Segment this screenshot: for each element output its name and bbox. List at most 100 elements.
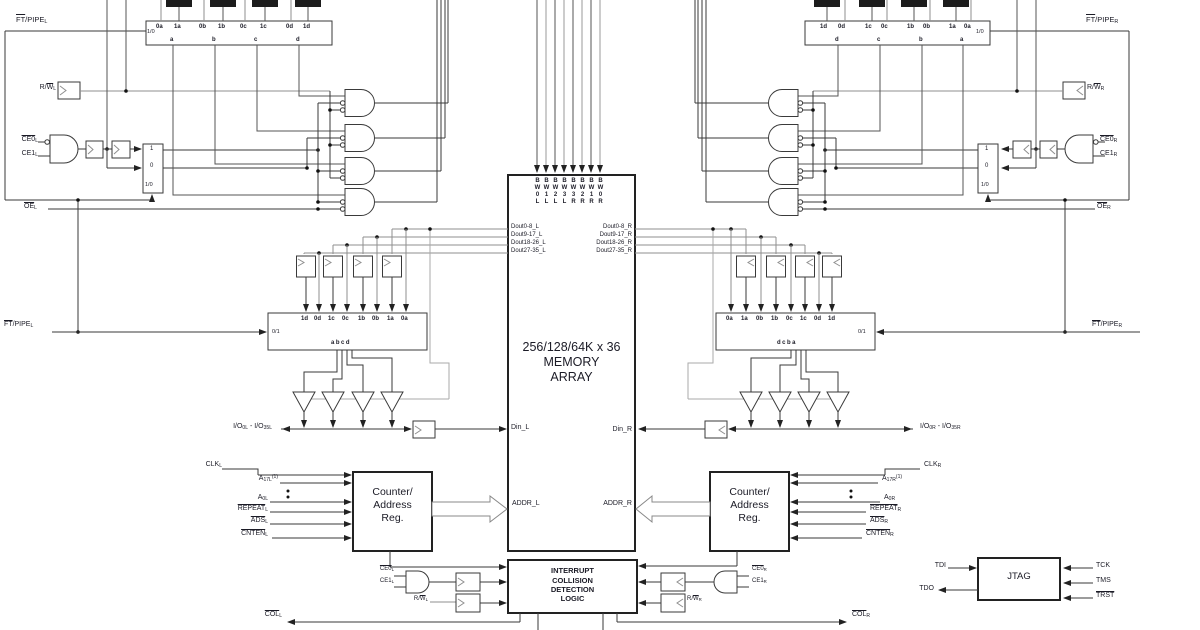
buffer-fanout-left: [292, 227, 450, 428]
ce-logic-left: [38, 134, 320, 194]
muxA-col: 1b: [218, 24, 226, 30]
write-gates-left: [339, 0, 449, 216]
outmux-right-col: 1b: [771, 316, 779, 322]
output-registers-right: [736, 255, 842, 312]
interrupt-line: INTERRUPT: [551, 566, 594, 575]
tms-label: TMS: [1096, 577, 1111, 584]
outmux-left-order: abcd: [331, 340, 352, 346]
muxA-col: 0b: [199, 24, 207, 30]
outmux-left-select: 0/1: [272, 329, 280, 335]
muxA-col: 0a: [156, 24, 163, 30]
muxA-out: b: [212, 37, 216, 43]
ftpipe-right-net: [985, 30, 1130, 334]
ce0-right-label: CE0R: [1100, 136, 1118, 145]
cnten-right-label: CNTENR: [866, 530, 894, 539]
outmux-left-col: 1d: [301, 316, 309, 322]
dout-left-label: Dout9-17_L: [511, 232, 543, 238]
bw-col-label: B W 3 R: [570, 178, 577, 205]
muxB-col: 1a: [949, 24, 956, 30]
output-mux-left-box: [267, 312, 428, 351]
dout-right-label: Dout9-17_R: [599, 232, 632, 238]
ads-left-label: ADSL: [250, 517, 268, 526]
memory-array-box: [507, 0, 636, 552]
counter-right: [635, 468, 920, 569]
rw-left-label: R/WL: [39, 84, 56, 93]
addr-left-label: ADDR_L: [512, 500, 540, 507]
muxA-out: a: [170, 37, 174, 43]
dout-left-label: Dout27-35_L: [511, 248, 546, 254]
a0-left-label: A0L: [257, 494, 268, 503]
memory-title-line: MEMORY: [543, 355, 600, 369]
ads-right-label: ADSR: [870, 517, 889, 526]
outmux-right-order: dcba: [777, 340, 798, 346]
interrupt-block: [287, 559, 847, 630]
bw-col-label: B W 2 L: [552, 178, 559, 205]
outmux-right-col: 1a: [741, 316, 748, 322]
jtag-block: [938, 557, 1093, 601]
outmux-right-col: 1c: [800, 316, 807, 322]
ftpipe-left-mid-label: FT/PIPEL: [4, 321, 34, 330]
oe-left-label: OEL: [24, 203, 37, 212]
col-left-label: COLL: [264, 611, 282, 620]
gate-bus-left: [305, 91, 341, 211]
tdi-label: TDI: [934, 562, 946, 569]
ce-mux-left-1: 1: [150, 146, 154, 152]
dout-net-left: [303, 227, 508, 312]
outmux-left-col: 0a: [401, 316, 408, 322]
repeat-left-label: REPEATL: [237, 505, 268, 514]
outmux-right-col: 0d: [814, 316, 822, 322]
ce-mux-left-sel: 1/0: [145, 182, 153, 188]
rw-left-bottom-label: R/WL: [413, 596, 428, 602]
outmux-left-col: 1b: [358, 316, 366, 322]
muxB-col: 0c: [881, 24, 888, 30]
muxA-col: 1a: [174, 24, 181, 30]
rw-right-label: R/WR: [1087, 84, 1105, 93]
muxA-out: d: [296, 37, 300, 43]
cnten-left-label: CNTENL: [241, 530, 268, 539]
output-registers-left: [296, 255, 402, 312]
repeat-right-label: REPEATR: [870, 505, 902, 514]
outmux-right-col: 0c: [786, 316, 793, 322]
outmux-left-col: 1a: [387, 316, 394, 322]
rw-left: [57, 0, 330, 151]
gate-bus-right: [802, 91, 838, 211]
muxB-select: 1/0: [976, 29, 984, 35]
muxB-out: d: [835, 37, 839, 43]
ftpipe-right-mid-label: FT/PIPER: [1092, 321, 1123, 330]
counter-left: [222, 468, 508, 570]
bw-col-label: B W 3 L: [561, 178, 568, 205]
clk-left-label: CLKL: [205, 461, 222, 470]
muxA-col: 0c: [240, 24, 247, 30]
counter-left-line: Counter/: [372, 486, 413, 498]
tck-label: TCK: [1096, 562, 1110, 569]
counter-right-line: Reg.: [738, 512, 761, 524]
ce0-left-label: CE0L: [21, 136, 38, 145]
dout-left-label: Dout18-26_L: [511, 240, 546, 246]
ce0-left-bottom-label: CE0L: [379, 566, 394, 572]
counter-right-line: Counter/: [729, 486, 770, 498]
muxB-col: 1d: [820, 24, 828, 30]
io-bus-left: [281, 420, 507, 439]
muxA-col: 0d: [286, 24, 294, 30]
dout-right-label: Dout18-26_R: [596, 240, 632, 246]
rw-right-bottom-label: R/WR: [687, 596, 702, 602]
write-gates-right: [694, 0, 804, 216]
a17-left-label: A17L(1): [258, 474, 278, 484]
ftpipe-right-label: FT/PIPER: [1086, 15, 1119, 26]
ce-mux-right-0: 0: [985, 163, 989, 169]
memory-title-line: 256/128/64K x 36: [522, 340, 621, 354]
dout-left-label: Dout0-8_L: [511, 224, 540, 230]
muxB-col: 0d: [838, 24, 846, 30]
muxB-col: 0a: [964, 24, 971, 30]
bytewrite-mux-right: [804, 0, 991, 46]
muxA-out: c: [254, 37, 258, 43]
clk-right-label: CLKR: [924, 461, 942, 470]
counter-left-line: Address: [373, 499, 412, 511]
ce-mux-left-0: 0: [150, 163, 154, 169]
ftpipe-left-label: FT/PIPEL: [16, 15, 48, 26]
outmux-right-col: 0b: [756, 316, 764, 322]
jtag-title: JTAG: [1007, 571, 1031, 582]
outmux-left-col: 0b: [372, 316, 380, 322]
counter-right-line: Address: [730, 499, 769, 511]
